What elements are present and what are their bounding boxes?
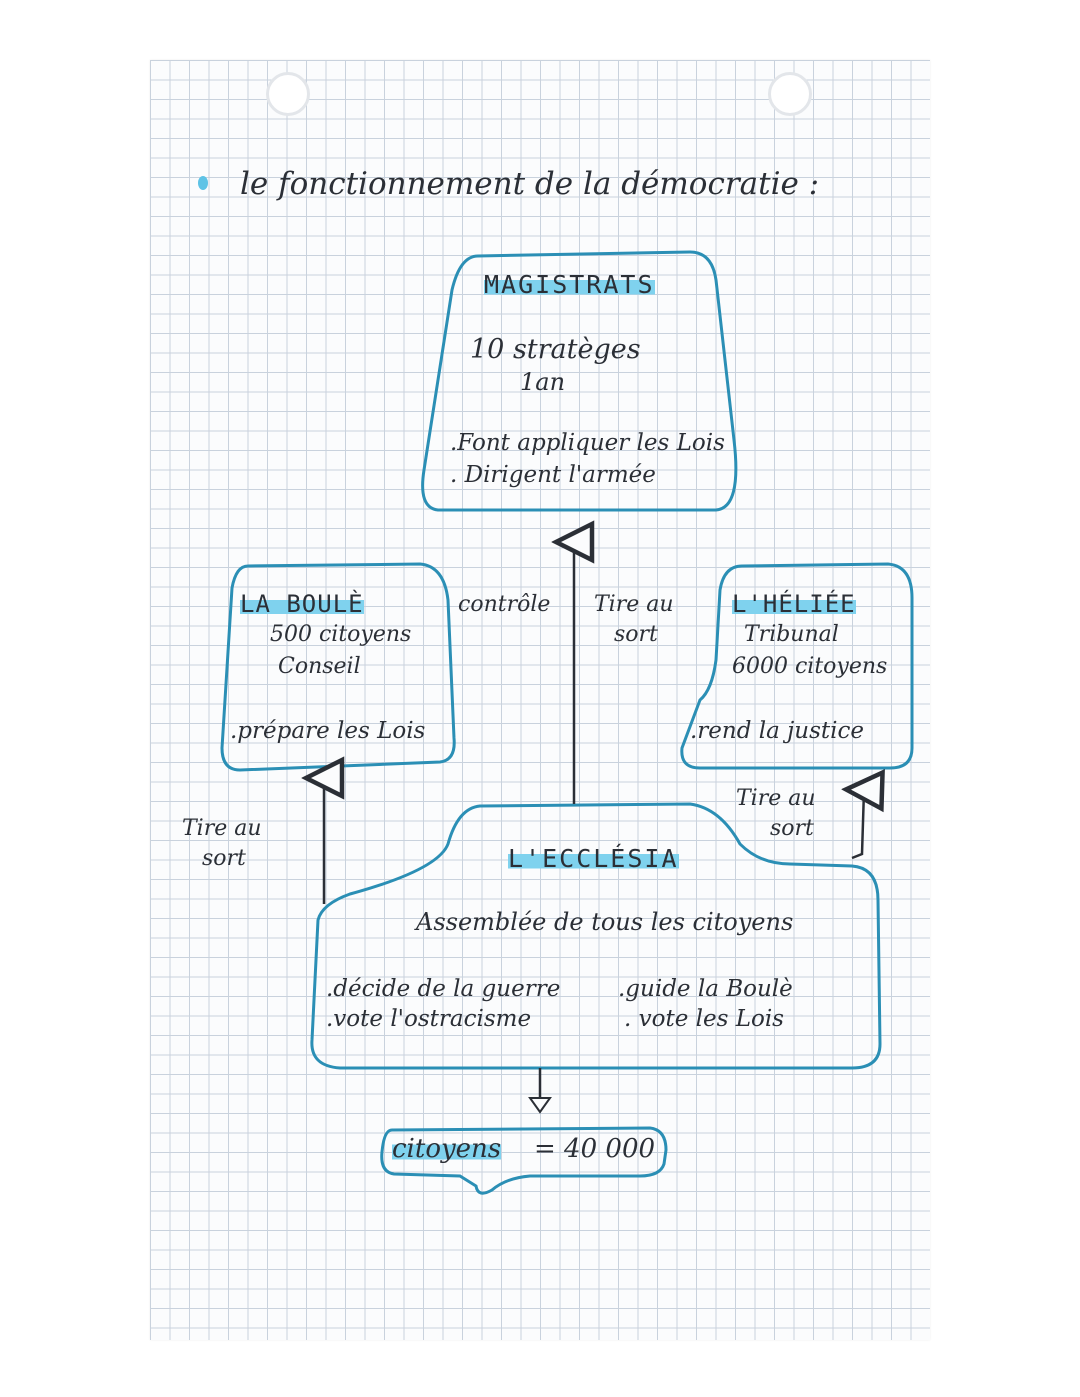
ecclesia-bullet3: .guide la Boulè xyxy=(618,976,793,1002)
magistrats-heading: MAGISTRATS xyxy=(484,270,655,299)
magistrats-bullet1: .Font appliquer les Lois xyxy=(450,430,725,456)
magistrats-line2: 1an xyxy=(520,368,566,396)
citoyens-value: = 40 000 xyxy=(534,1134,656,1164)
ecclesia-bullet2: .vote l'ostracisme xyxy=(326,1006,532,1032)
label-tire-magistrats-2: sort xyxy=(614,622,658,647)
ecclesia-bullet1: .décide de la guerre xyxy=(326,976,561,1002)
title-bullet xyxy=(198,176,208,190)
label-controle: contrôle xyxy=(458,592,551,617)
ecclesia-subtitle: Assemblée de tous les citoyens xyxy=(416,908,794,936)
punch-hole-right xyxy=(768,72,812,116)
heliee-line1: Tribunal xyxy=(744,622,839,647)
magistrats-line1: 10 stratèges xyxy=(470,334,641,365)
boule-line1: 500 citoyens xyxy=(270,622,412,647)
page-title: le fonctionnement de la démocratie : xyxy=(240,166,820,202)
boule-box-outline xyxy=(220,562,456,772)
boule-heading: LA BOULÈ xyxy=(240,590,364,618)
ecclesia-heading: L'ECCLÉSIA xyxy=(508,844,679,873)
label-tire-heliee-2: sort xyxy=(770,816,814,841)
magistrats-box-outline xyxy=(421,250,738,512)
punch-hole-left xyxy=(266,72,310,116)
label-tire-boule-1: Tire au xyxy=(182,816,262,841)
citoyens-box-outline xyxy=(380,1126,668,1195)
heliee-bullet1: .rend la justice xyxy=(690,718,864,744)
ecclesia-box-outline xyxy=(310,802,882,1070)
label-tire-boule-2: sort xyxy=(202,846,246,871)
ecclesia-bullet4: . vote les Lois xyxy=(624,1006,784,1032)
label-tire-magistrats-1: Tire au xyxy=(594,592,674,617)
boule-bullet1: .prépare les Lois xyxy=(230,718,426,744)
heliee-box-outline xyxy=(680,562,914,770)
heliee-heading: L'HÉLIÉE xyxy=(732,590,856,618)
boule-line2: Conseil xyxy=(278,654,361,679)
heliee-line2: 6000 citoyens xyxy=(732,654,888,679)
arrow-head-down xyxy=(528,1097,552,1114)
citoyens-label: citoyens xyxy=(392,1134,502,1164)
arrow-ecclesia-to-heliee xyxy=(852,790,864,860)
label-tire-heliee-1: Tire au xyxy=(736,786,816,811)
magistrats-bullet2: . Dirigent l'armée xyxy=(450,462,656,488)
